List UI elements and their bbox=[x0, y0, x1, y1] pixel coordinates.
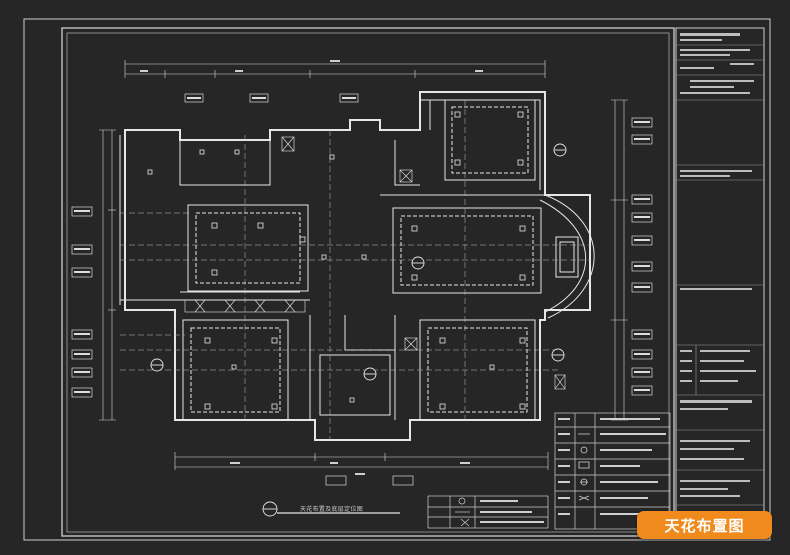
drawing-title-badge: 天花布置图 bbox=[637, 511, 772, 539]
symbol-legend bbox=[427, 495, 549, 529]
floor-plan bbox=[119, 91, 595, 441]
title-block bbox=[675, 27, 765, 537]
drawing-caption: 天花布置及底层定位图 bbox=[300, 506, 364, 513]
elevation-tags bbox=[71, 93, 653, 486]
sheet-border bbox=[23, 18, 771, 541]
legend-table bbox=[554, 412, 671, 530]
section-markers bbox=[150, 143, 567, 517]
dimension-lines bbox=[99, 60, 628, 470]
